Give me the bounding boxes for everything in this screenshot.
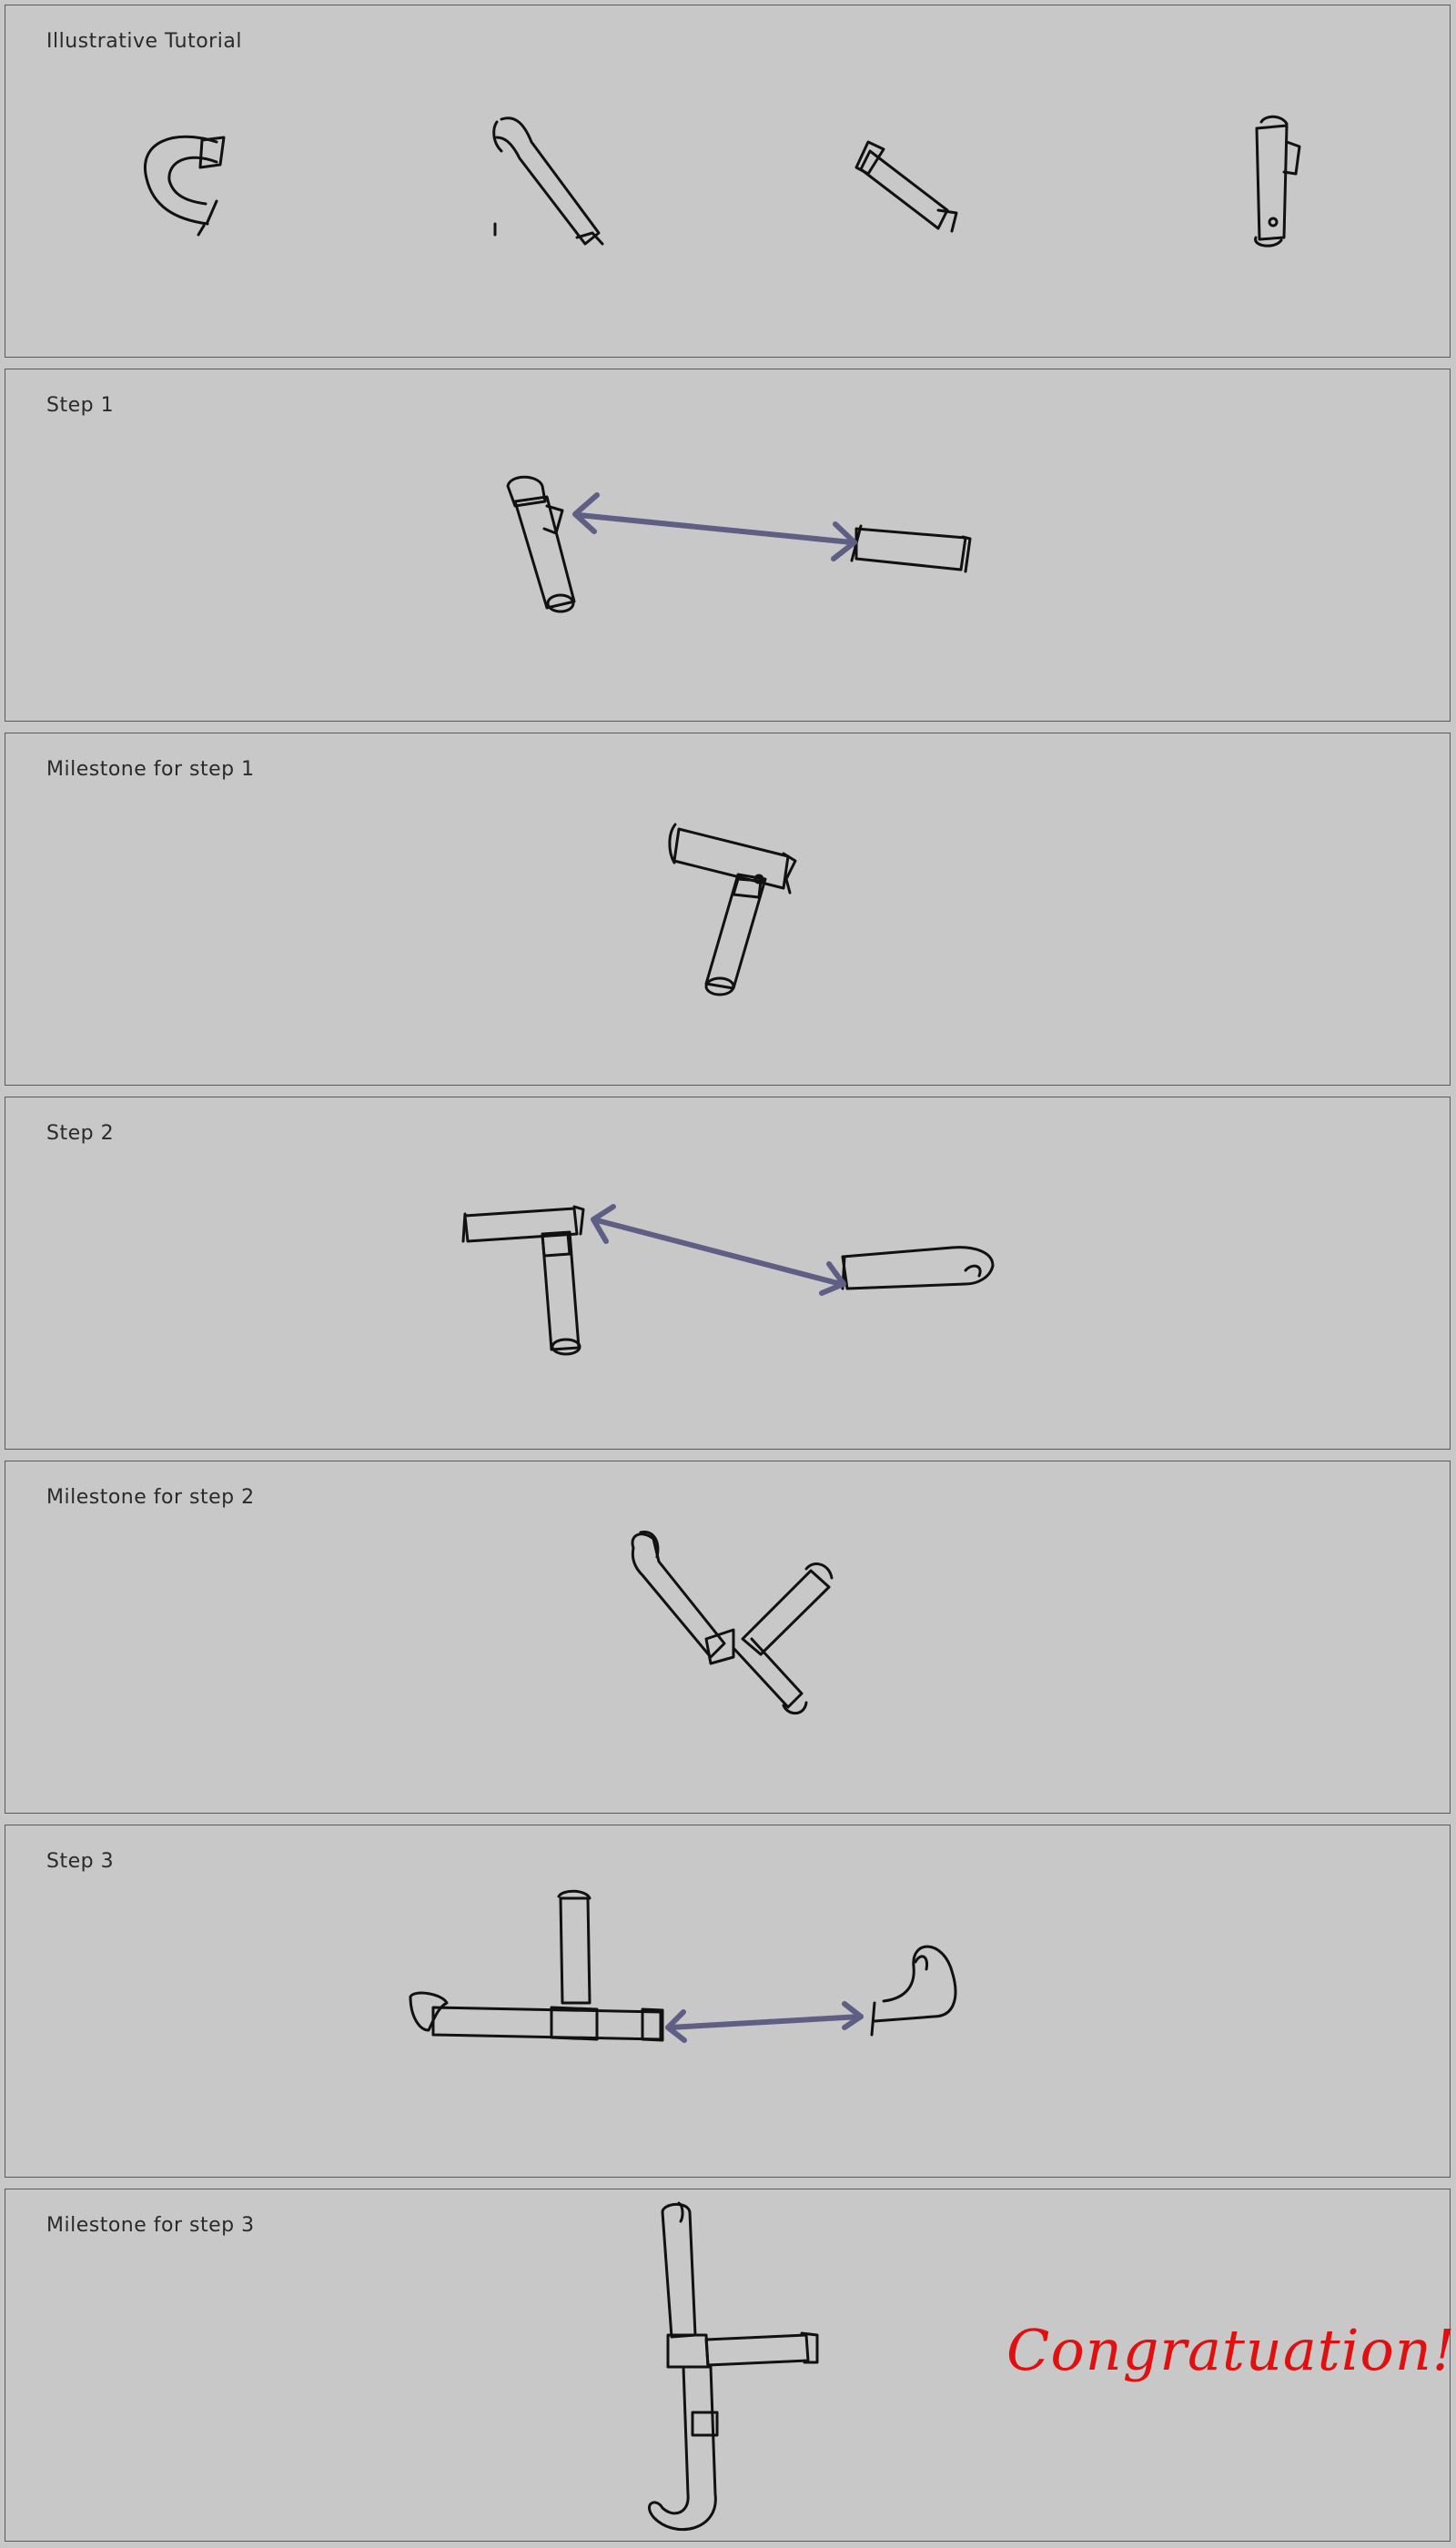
connection-arrow: [668, 2004, 861, 2040]
milestone-1-diagram: [5, 733, 1451, 1087]
u-bend-pipe: [872, 1946, 956, 2035]
panel-milestone-3: Milestone for step 3 Congratuation!: [5, 2189, 1451, 2542]
panel-step-2: Step 2: [5, 1097, 1451, 1450]
panel-step-3: Step 3: [5, 1825, 1451, 2178]
elbow-pipe: [843, 1248, 993, 1289]
panel-tutorial: Illustrative Tutorial: [5, 5, 1451, 358]
tee-assembly: [463, 1207, 583, 1354]
assembled-pipes: [649, 2203, 817, 2530]
connection-arrow: [575, 495, 854, 559]
step-3-diagram: [5, 1825, 1451, 2179]
assembled-pipes: [670, 824, 795, 995]
assembled-pipes: [632, 1532, 832, 1713]
step-2-diagram: [5, 1097, 1451, 1451]
tee-pipe: [508, 477, 574, 612]
pipe-parts-diagram: [5, 5, 1451, 359]
congratulation-message: Congratuation!: [1006, 2317, 1456, 2383]
tee-assembly: [410, 1891, 662, 2040]
straight-pipe: [856, 142, 956, 231]
milestone-2-diagram: [5, 1461, 1451, 1815]
panel-step-1: Step 1: [5, 369, 1451, 722]
panel-milestone-2: Milestone for step 2: [5, 1461, 1451, 1814]
panel-milestone-1: Milestone for step 1: [5, 733, 1451, 1086]
straight-pipe: [852, 526, 970, 571]
tee-pipe: [1256, 116, 1299, 246]
connection-arrow: [593, 1207, 844, 1293]
u-bend-pipe: [145, 136, 224, 235]
elbow-pipe: [494, 118, 602, 244]
step-1-diagram: [5, 369, 1451, 723]
